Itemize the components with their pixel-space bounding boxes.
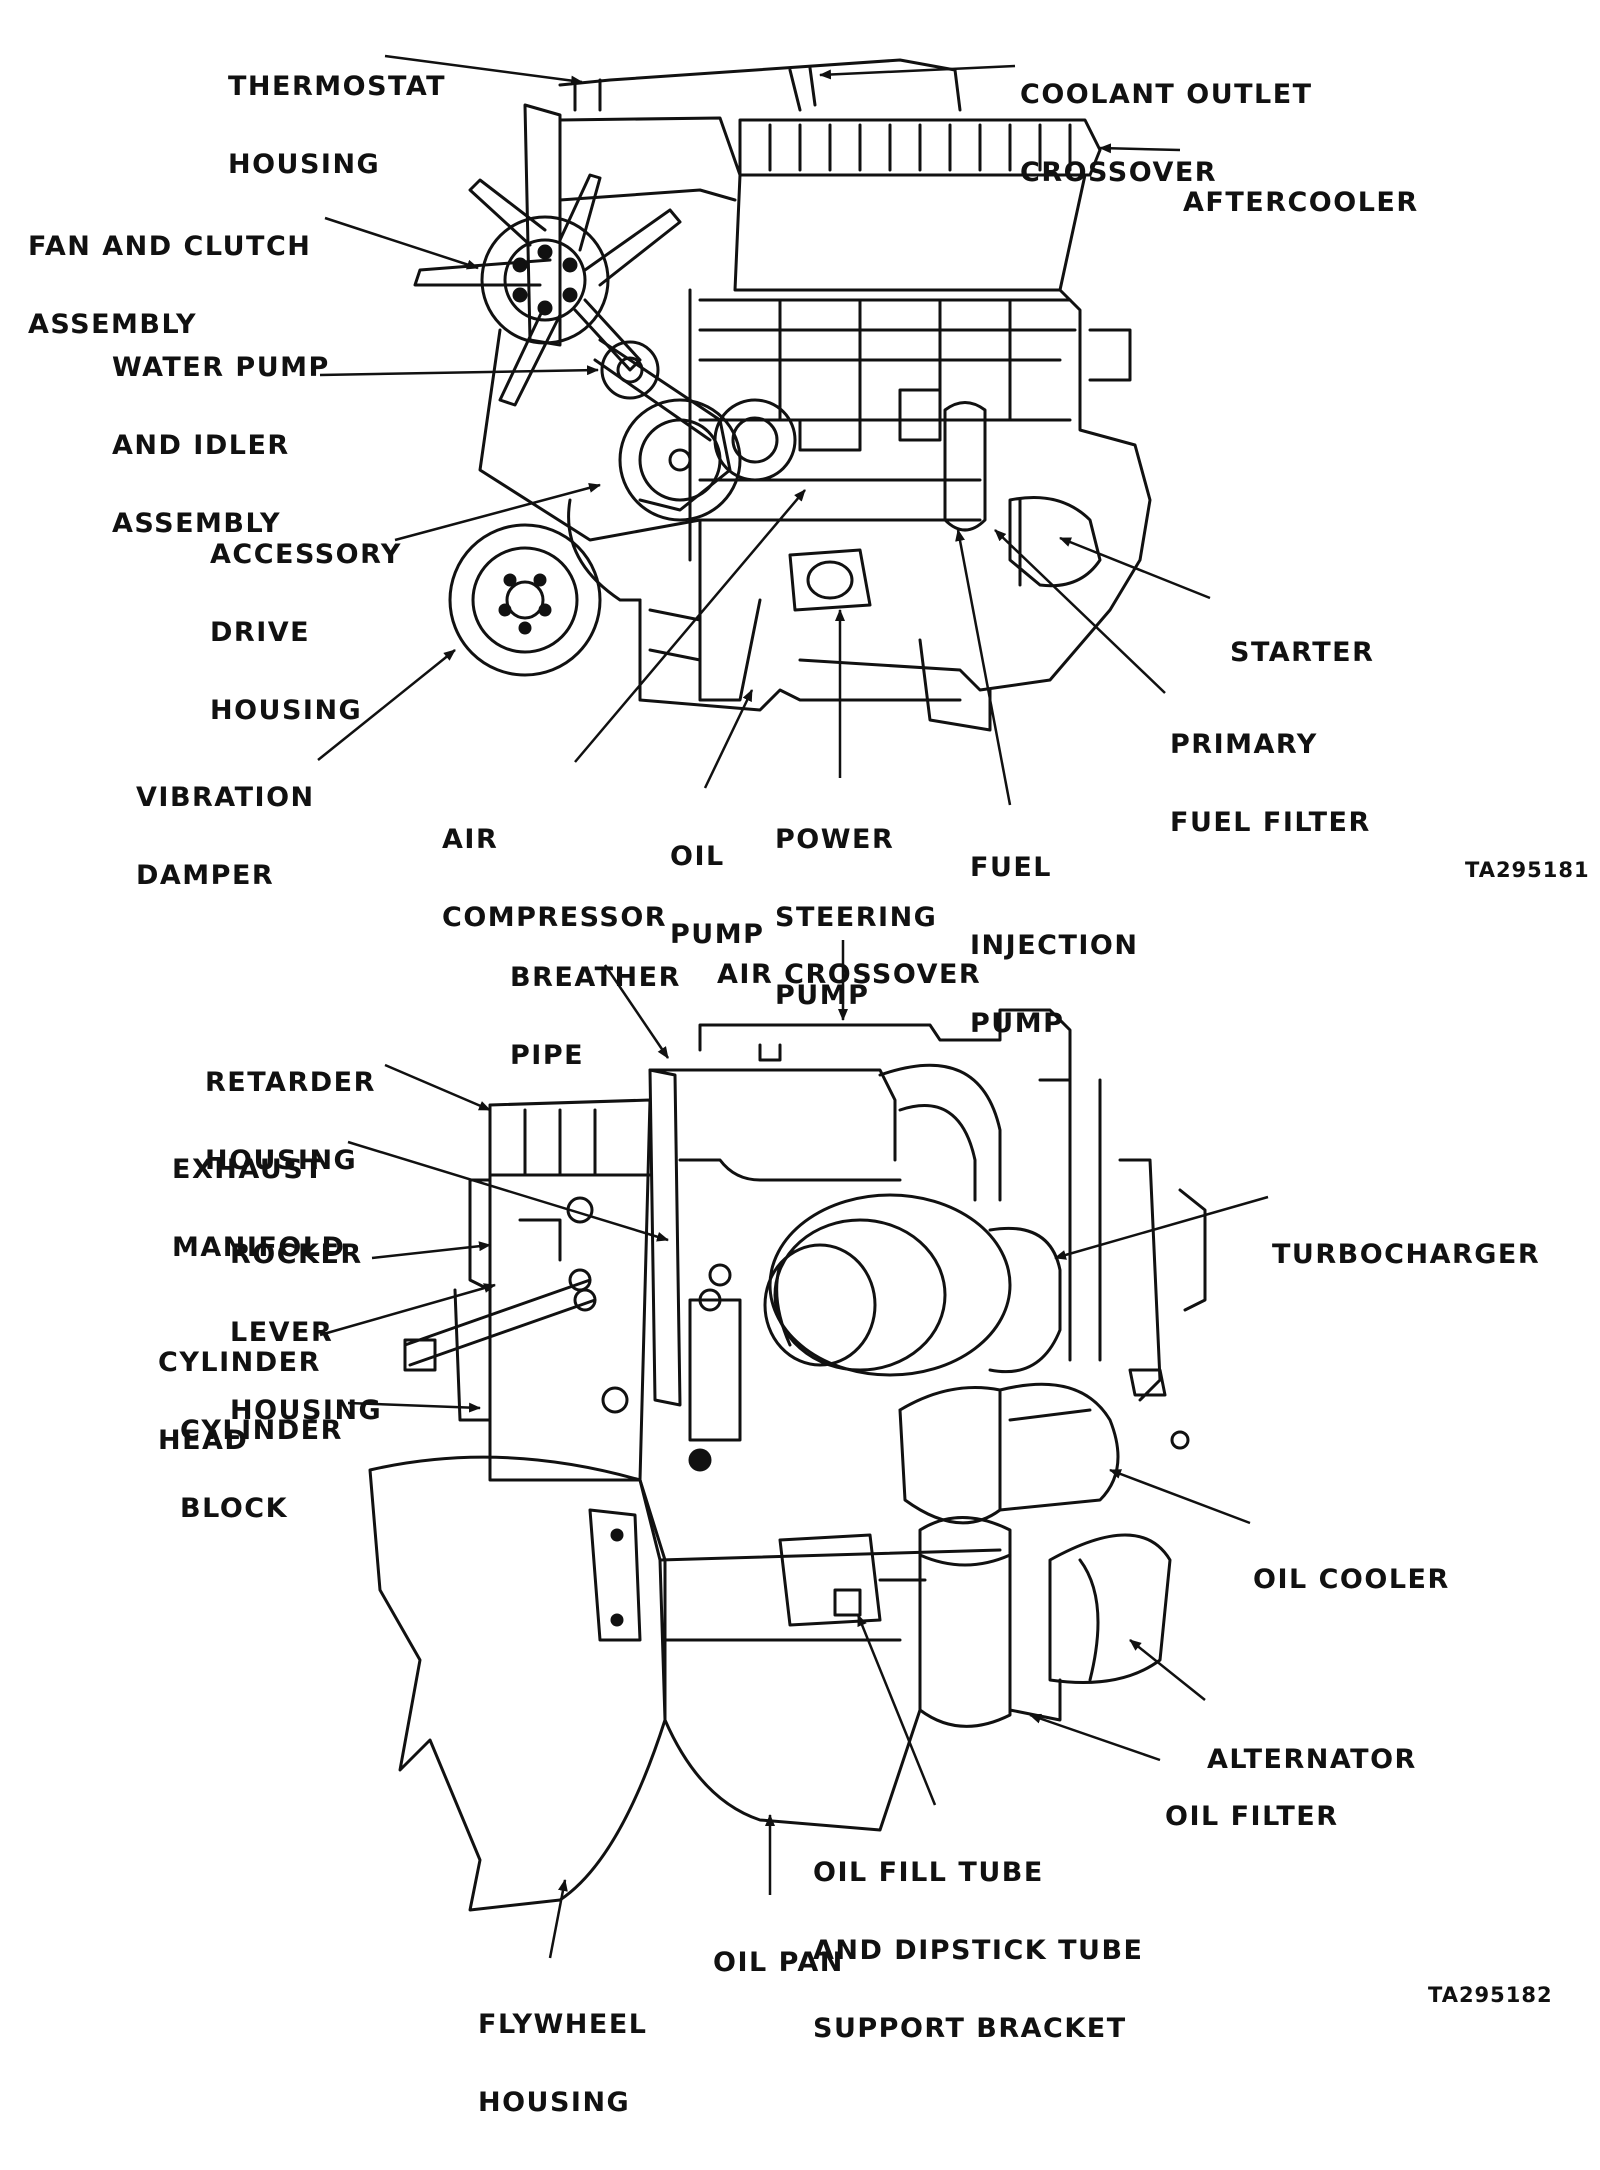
- leader-retarder-housing: [384, 1063, 491, 1112]
- label-aftercooler: AFTERCOOLER: [1183, 187, 1419, 218]
- fan-hub: [480, 215, 610, 345]
- leader-alternator: [1129, 1639, 1206, 1701]
- label-cylinder-head: CYLINDER HEAD: [158, 1347, 321, 1456]
- leader-oil-fill-tube: [856, 1614, 937, 1806]
- aftercooler-body: [738, 118, 1102, 177]
- engine-diagram-page: THERMOSTAT HOUSING COOLANT OUTLET CROSSO…: [28, 54, 1590, 2116]
- label-oil-pan: OIL PAN: [713, 1947, 844, 1978]
- leader-rocker-lever-housing: [371, 1241, 491, 1260]
- label-flywheel-housing: FLYWHEEL HOUSING: [478, 2009, 648, 2118]
- label-air-compressor: AIR COMPRESSOR: [442, 824, 668, 933]
- leader-flywheel-housing: [548, 1879, 568, 1959]
- label-alternator: ALTERNATOR: [1207, 1744, 1417, 1775]
- vibration-damper: [448, 523, 602, 677]
- label-rocker-lever-housing: ROCKER LEVER HOUSING: [230, 1239, 383, 1426]
- label-turbocharger: TURBOCHARGER: [1272, 1239, 1541, 1270]
- bottom-engine-drawing: [368, 1008, 1207, 1912]
- label-vibration-damper: VIBRATION DAMPER: [136, 782, 315, 891]
- top-leader-lines: [317, 54, 1211, 806]
- leader-oil-cooler: [1109, 1468, 1251, 1525]
- leader-coolant-outlet-crossover: [819, 64, 1016, 80]
- label-exhaust-manifold: EXHAUST MANIFOLD: [172, 1154, 346, 1263]
- bottom-leader-lines: [319, 940, 1269, 1959]
- leader-exhaust-manifold: [347, 1140, 669, 1242]
- label-oil-fill-tube-and-dipstick-tube-support-bracket: OIL FILL TUBE AND DIPSTICK TUBE SUPPORT …: [813, 1857, 1144, 2044]
- label-fuel-injection-pump: FUEL INJECTION PUMP: [970, 852, 1139, 1039]
- leader-fuel-injection-pump: [955, 529, 1012, 806]
- water-pump-pulley: [618, 398, 742, 522]
- label-air-crossover: AIR CROSSOVER: [717, 959, 982, 990]
- label-water-pump-and-idler-assembly: WATER PUMP AND IDLER ASSEMBLY: [112, 352, 330, 539]
- label-breather-pipe: BREATHER PIPE: [510, 962, 681, 1071]
- leader-breather-pipe: [603, 964, 670, 1059]
- label-retarder-housing: RETARDER HOUSING: [205, 1067, 376, 1176]
- leader-vibration-damper: [317, 649, 456, 761]
- leader-fan-and-clutch: [324, 216, 479, 270]
- turbocharger-housing: [768, 1193, 1012, 1377]
- leader-aftercooler: [1099, 143, 1181, 154]
- leader-water-pump: [319, 365, 599, 377]
- label-power-steering-pump: POWER STEERING PUMP: [775, 824, 938, 1011]
- oil-filter-canister: [918, 1516, 1012, 1728]
- label-coolant-outlet-crossover: COOLANT OUTLET CROSSOVER: [1020, 79, 1313, 188]
- top-engine-drawing: [413, 58, 1152, 732]
- leader-oil-filter: [1029, 1713, 1161, 1762]
- label-starter: STARTER: [1230, 637, 1375, 668]
- leader-oil-pump: [703, 689, 754, 789]
- leader-primary-fuel-filter: [994, 529, 1166, 694]
- leader-cylinder-head: [319, 1283, 496, 1337]
- leader-starter: [1059, 536, 1211, 600]
- flywheel-housing: [368, 1455, 667, 1912]
- leader-thermostat-housing: [384, 54, 583, 86]
- figure-id-top: TA295181: [1465, 858, 1590, 882]
- label-fan-and-clutch-assembly: FAN AND CLUTCH ASSEMBLY: [28, 231, 312, 340]
- label-oil-cooler: OIL COOLER: [1253, 1564, 1450, 1595]
- leader-turbocharger: [1054, 1195, 1269, 1260]
- label-thermostat-housing: THERMOSTAT HOUSING: [228, 71, 447, 180]
- label-oil-pump: OIL PUMP: [670, 841, 765, 950]
- label-accessory-drive-housing: ACCESSORY DRIVE HOUSING: [210, 539, 402, 726]
- label-cylinder-block: CYLINDER BLOCK: [180, 1415, 343, 1524]
- engine-illustrations: [317, 54, 1269, 1959]
- label-primary-fuel-filter: PRIMARY FUEL FILTER: [1170, 729, 1371, 838]
- label-oil-filter: OIL FILTER: [1165, 1801, 1339, 1832]
- figure-id-bottom: TA295182: [1428, 1983, 1553, 2007]
- leader-air-compressor: [574, 489, 806, 763]
- leader-accessory-drive: [394, 483, 601, 542]
- leader-cylinder-block: [347, 1401, 481, 1413]
